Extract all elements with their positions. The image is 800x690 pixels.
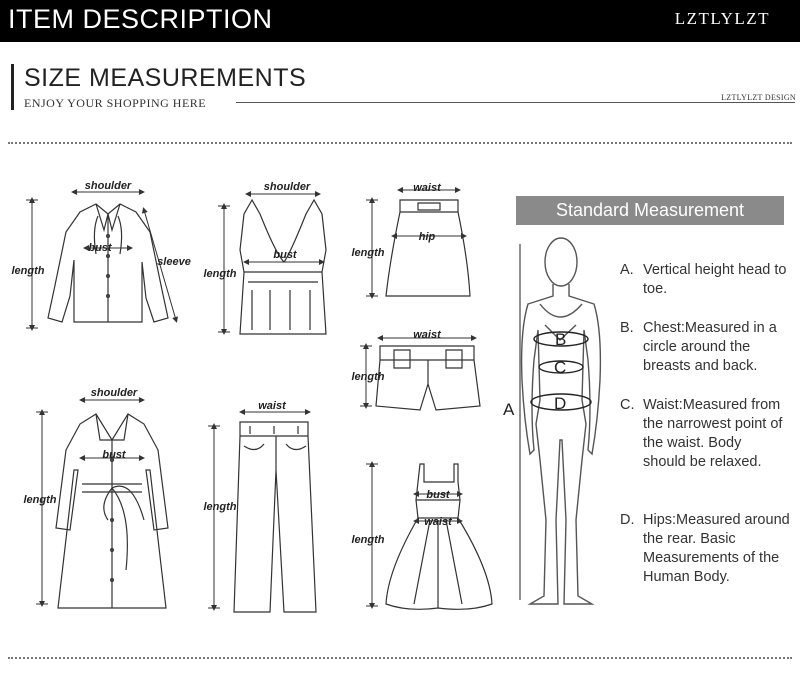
coat-shoulder-label: shoulder [91, 387, 138, 399]
skirt-hip-label: hip [419, 231, 436, 243]
skirt-outline [385, 199, 471, 297]
coat-bust-label: bust [102, 449, 127, 461]
tank-diagram [218, 191, 327, 335]
skirt-length-label: length [352, 247, 385, 259]
brand-name: LZTLYLZT [674, 9, 770, 28]
shorts-outline [375, 345, 481, 411]
banner-title: ITEM DESCRIPTION [8, 4, 273, 34]
tank-outline [239, 198, 327, 335]
section-subtitle: ENJOY YOUR SHOPPING HERE [24, 96, 207, 110]
dress-outline [385, 463, 493, 610]
standard-item-text: Vertical height head to toe. [643, 262, 787, 297]
skirt-waist-label: waist [413, 182, 442, 194]
coat-outline [55, 413, 169, 609]
skirt-diagram [366, 187, 471, 299]
standard-item-letter: C. [620, 397, 635, 413]
coat-diagram [36, 397, 169, 609]
dress-bust-label: bust [426, 489, 451, 501]
pants-length-label: length [204, 501, 237, 513]
pants-waist-label: waist [258, 400, 287, 412]
standard-item-text: Waist:Measured from the narrowest point … [643, 397, 783, 470]
dotted-divider-top [8, 142, 792, 144]
standard-measurement-header: Standard Measurement [516, 196, 784, 225]
shirt-sleeve-label: sleeve [157, 256, 191, 268]
tank-length-label: length [204, 268, 237, 280]
tank-shoulder-label: shoulder [264, 181, 311, 193]
top-banner: ITEM DESCRIPTION LZTLYLZT [0, 0, 800, 42]
shorts-waist-label: waist [413, 329, 442, 341]
dress-length-label: length [352, 534, 385, 546]
standard-item-letter: A. [620, 262, 634, 278]
section-title: SIZE MEASUREMENTS [24, 64, 307, 92]
dress-diagram [366, 461, 493, 610]
coat-length-label: length [24, 494, 57, 506]
shirt-bust-label: bust [88, 242, 113, 254]
shirt-shoulder-label: shoulder [85, 180, 132, 192]
body-label-b: B [555, 330, 566, 349]
shirt-length-label: length [12, 265, 45, 277]
body-label-c: C [554, 358, 566, 377]
shirt-diagram [26, 189, 179, 331]
design-credit: LZTLYLZT DESIGN [721, 93, 796, 102]
tank-bust-label: bust [273, 249, 298, 261]
dotted-divider-bottom [8, 657, 792, 659]
standard-item-text: Chest:Measured in a circle around the br… [643, 320, 777, 374]
body-label-d: D [554, 394, 566, 413]
section-accent-bar [11, 64, 14, 110]
shorts-length-label: length [352, 371, 385, 383]
body-measure-lines [519, 244, 592, 600]
body-label-a: A [503, 400, 515, 419]
standard-item-letter: B. [620, 320, 634, 336]
pants-diagram [208, 409, 317, 613]
standard-item-text: Hips:Measured around the rear. Basic Mea… [643, 512, 790, 585]
shorts-diagram [360, 335, 481, 411]
dress-waist-label: waist [424, 516, 453, 528]
pants-outline [233, 421, 317, 613]
standard-item-letter: D. [620, 512, 635, 528]
body-figure [520, 237, 602, 605]
section-rule [236, 102, 795, 103]
